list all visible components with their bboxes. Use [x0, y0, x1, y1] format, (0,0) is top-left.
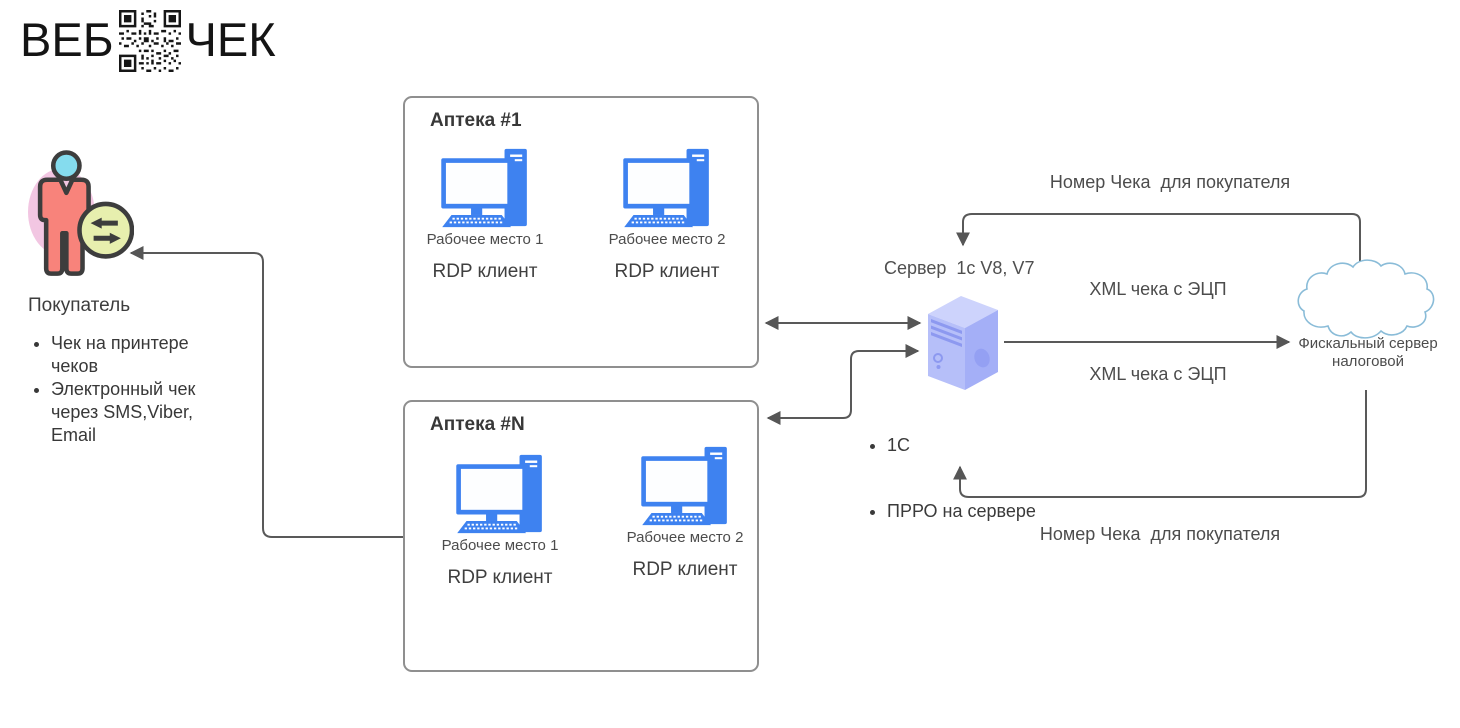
- server-title: Сервер 1с V8, V7: [884, 258, 1035, 278]
- workstation-name: Рабочее место 1: [441, 537, 559, 554]
- brand-logo: ВЕБ ЧЕК: [20, 8, 276, 72]
- workstation-name: Рабочее место 2: [626, 529, 744, 546]
- pharmacy-box-1: Аптека #1 Рабочее место 1 RDP клиент Раб…: [403, 96, 759, 368]
- buyer-bullet: Электронный чек через SMS,Viber, Email: [51, 378, 237, 447]
- workstation: Рабочее место 1 RDP клиент: [424, 454, 576, 589]
- flow-label-receipt-bottom: Номер Чека для покупателя: [1039, 524, 1281, 544]
- workstation-name: Рабочее место 2: [608, 231, 726, 248]
- workstation-client: RDP клиент: [632, 559, 738, 580]
- swap-arrows-icon: [90, 217, 121, 244]
- flow-label-xml-bottom: XML чека с ЭЦП: [1089, 364, 1227, 384]
- cloud-label: Фискальный сервер налоговой: [1298, 335, 1438, 371]
- computer-icon: [440, 148, 530, 228]
- computer-icon: [640, 446, 730, 526]
- pharmacy-1-title: Аптека #1: [430, 110, 522, 131]
- workstation-client: RDP клиент: [447, 567, 553, 588]
- flow-label-receipt-top: Номер Чека для покупателя: [1049, 172, 1291, 192]
- flow-label-xml-top: XML чека с ЭЦП: [1089, 279, 1227, 299]
- swap-circle: [77, 201, 134, 259]
- workstation: Рабочее место 2 RDP клиент: [609, 446, 761, 581]
- workstation: Рабочее место 2 RDP клиент: [591, 148, 743, 283]
- buyer-bullet: Чек на принтере чеков: [51, 332, 237, 378]
- qr-code-icon: [118, 10, 181, 72]
- logo-text-check: ЧЕК: [185, 13, 276, 66]
- workstation-name: Рабочее место 1: [426, 231, 544, 248]
- server-bullet: 1С: [887, 434, 1036, 456]
- computer-icon: [455, 454, 545, 534]
- person-head: [50, 150, 82, 181]
- logo-text-web: ВЕБ: [20, 13, 114, 66]
- pharmacy-n-title: Аптека #N: [430, 414, 525, 435]
- buyer-bullet-list: Чек на принтере чеков Электронный чек че…: [30, 332, 237, 447]
- connector-cloud-server-top: [956, 213, 1361, 263]
- server-bullet-list: 1С ПРРО на сервере: [868, 390, 1036, 566]
- computer-icon: [622, 148, 712, 228]
- cloud-icon: [1297, 259, 1435, 339]
- buyer-title: Покупатель: [28, 295, 131, 316]
- workstation: Рабочее место 1 RDP клиент: [409, 148, 561, 283]
- server-icon: [928, 296, 998, 390]
- workstation-client: RDP клиент: [614, 261, 720, 282]
- pharmacy-box-n: Аптека #N Рабочее место 1 RDP клиент Раб…: [403, 400, 759, 672]
- buyer-icon: [28, 150, 134, 276]
- workstation-client: RDP клиент: [432, 261, 538, 282]
- server-bullet: ПРРО на сервере: [887, 500, 1036, 522]
